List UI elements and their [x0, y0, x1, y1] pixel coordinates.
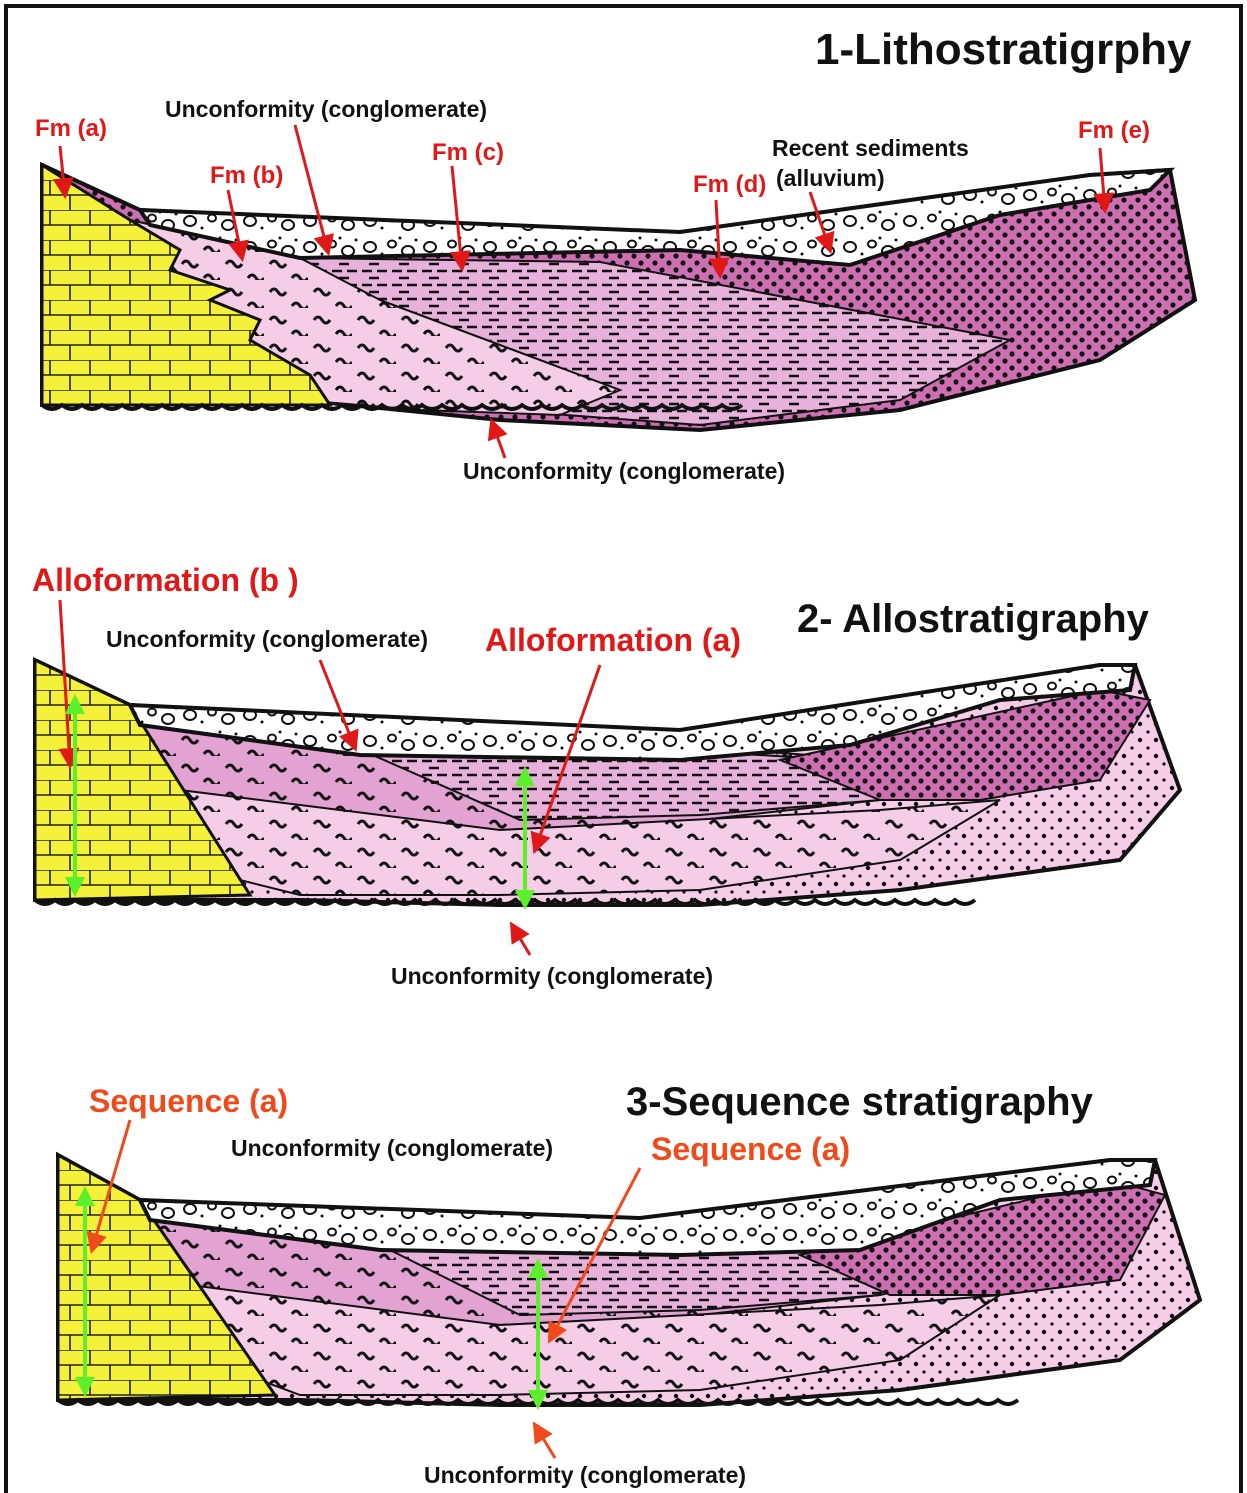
panel1-label-fm-c: Fm (c)	[432, 139, 504, 166]
panel3-label-sequence-a-left: Sequence (a)	[89, 1083, 288, 1119]
panel1-label-recent-sediments: Recent sediments	[772, 135, 969, 161]
panel-lithostratigraphy: 1-Lithostratigrphy Fm (a) Unconformity (…	[35, 25, 1195, 484]
panel3-label-unconformity-top: Unconformity (conglomerate)	[231, 1135, 553, 1161]
panel1-label-fm-b: Fm (b)	[210, 162, 283, 189]
panel1-label-fm-e: Fm (e)	[1078, 117, 1150, 144]
panel1-label-fm-d: Fm (d)	[693, 171, 766, 198]
panel1-label-unconformity-top: Unconformity (conglomerate)	[165, 96, 487, 122]
panel1-label-fm-a: Fm (a)	[35, 115, 107, 142]
panel1-label-unconformity-bottom: Unconformity (conglomerate)	[463, 458, 785, 484]
panel2-title: 2- Allostratigraphy	[797, 597, 1150, 641]
panel2-label-unconformity-bottom: Unconformity (conglomerate)	[391, 963, 713, 989]
panel3-label-sequence-a-right: Sequence (a)	[651, 1131, 850, 1167]
panel2-label-alloformation-a: Alloformation (a)	[485, 622, 741, 658]
panel1-label-alluvium: (alluvium)	[776, 165, 885, 191]
panel2-label-unconformity-top: Unconformity (conglomerate)	[106, 626, 428, 652]
panel2-label-alloformation-b: Alloformation (b )	[32, 562, 299, 598]
panel-allostratigraphy: 2- Allostratigraphy Alloformation (b ) A…	[32, 562, 1180, 989]
panel3-title: 3-Sequence stratigraphy	[626, 1080, 1094, 1124]
panel3-label-unconformity-bottom: Unconformity (conglomerate)	[424, 1462, 746, 1488]
panel1-title: 1-Lithostratigrphy	[815, 25, 1192, 74]
panel-sequence-stratigraphy: 3-Sequence stratigraphy Sequence (a) Seq…	[58, 1080, 1200, 1488]
